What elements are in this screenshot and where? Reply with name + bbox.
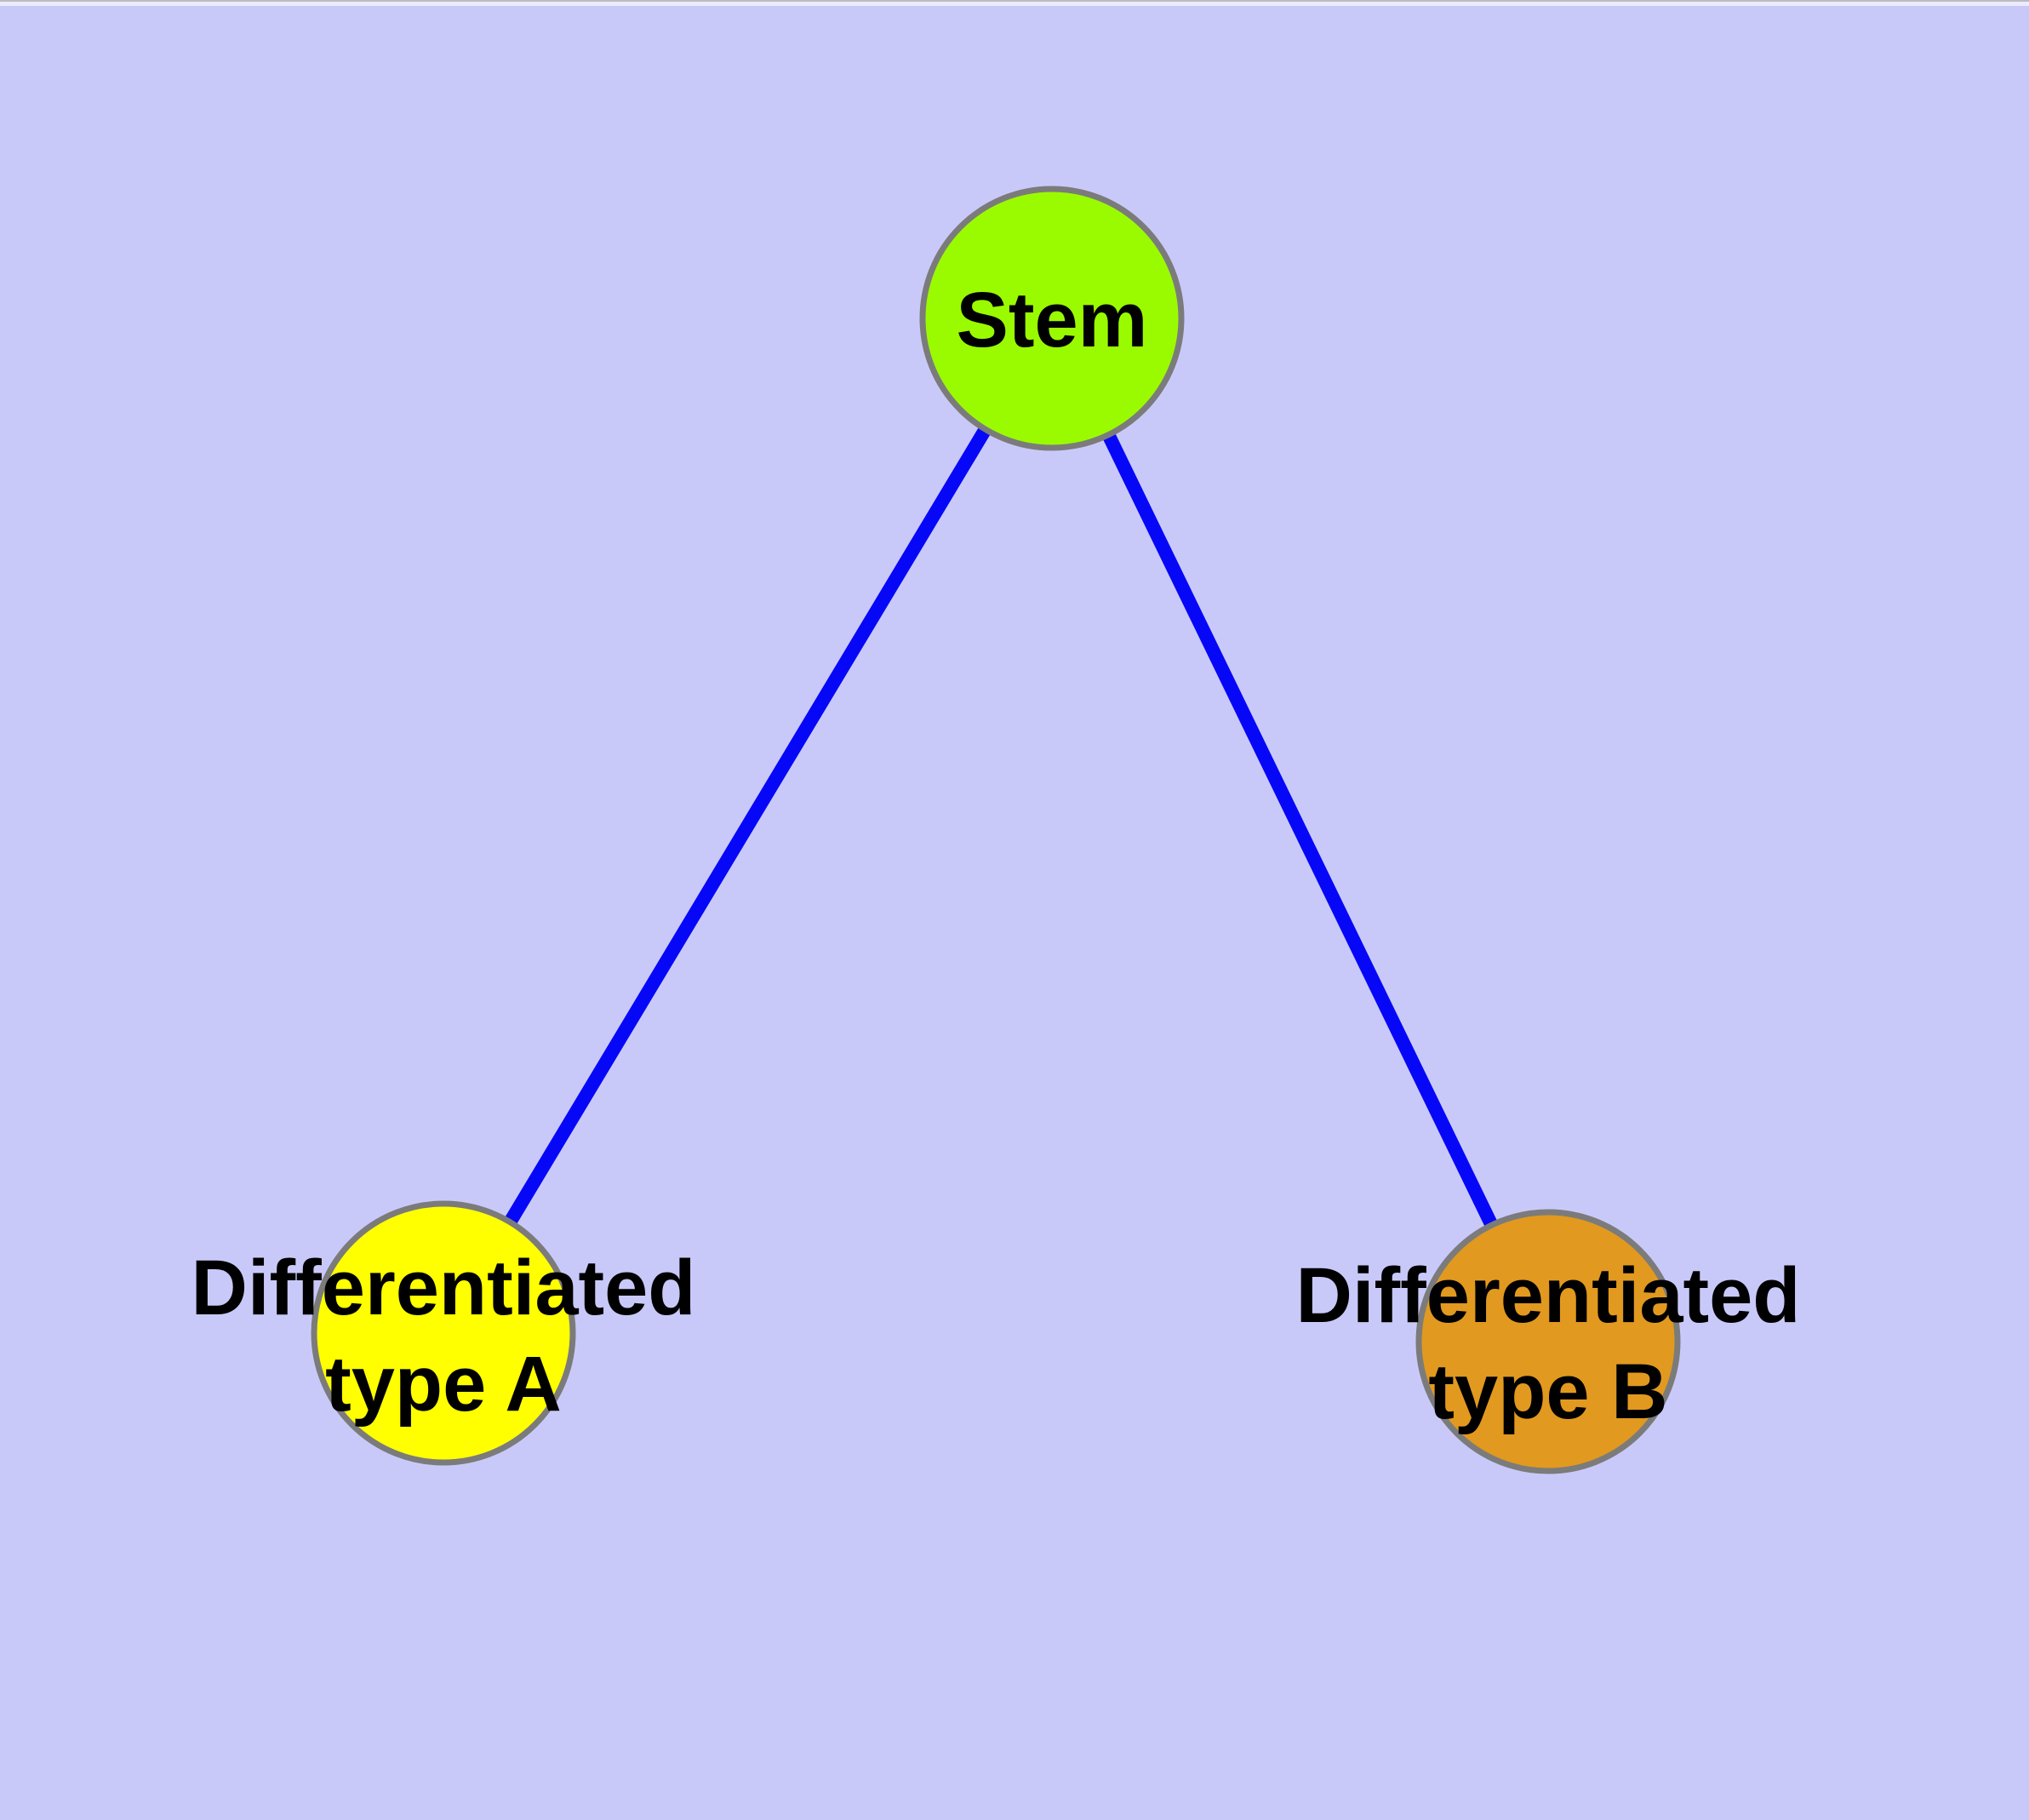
node-differentiated-type-a-label-line2: type A bbox=[325, 1341, 562, 1428]
edge-stem-to-type-b bbox=[1045, 315, 1555, 1345]
node-differentiated-type-a-circle bbox=[311, 1200, 576, 1466]
edge-stem-to-type-a bbox=[437, 314, 1058, 1337]
node-differentiated-type-a-label-line1: Differentiated bbox=[191, 1245, 696, 1331]
node-differentiated-type-b: Differentiated type B bbox=[1296, 1209, 1801, 1474]
node-stem: Stem bbox=[919, 186, 1185, 451]
top-edge-line bbox=[0, 0, 2029, 2]
top-edge-strip bbox=[0, 0, 2029, 6]
node-differentiated-type-a: Differentiated type A bbox=[191, 1200, 696, 1466]
node-stem-circle bbox=[919, 186, 1185, 451]
node-differentiated-type-b-circle bbox=[1415, 1209, 1681, 1474]
node-differentiated-type-b-label-line1: Differentiated bbox=[1296, 1252, 1801, 1339]
node-differentiated-type-b-label-line2: type B bbox=[1428, 1348, 1667, 1435]
node-stem-label: Stem bbox=[957, 277, 1148, 363]
